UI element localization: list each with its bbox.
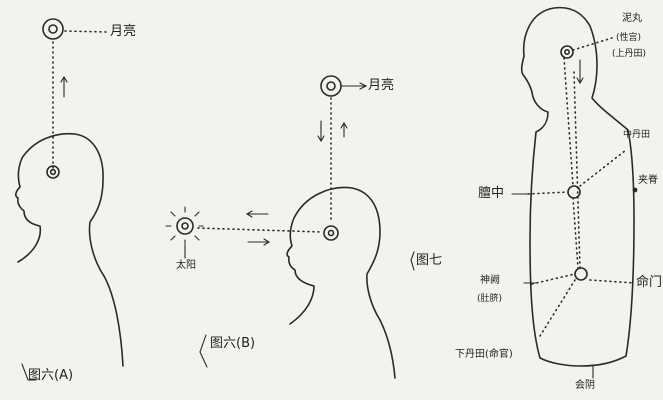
lower-dantian-point: [574, 267, 588, 281]
sun-label: 太阳: [176, 260, 196, 271]
mingmen-label: 命门: [636, 275, 663, 290]
shenque-label: 神阙: [480, 275, 500, 286]
channel-back: [573, 71, 581, 269]
jiaji-label: 夹脊: [638, 175, 658, 186]
figure-7: [410, 6, 638, 379]
fig-7-caption: 图七: [416, 253, 443, 268]
moon-b-symbol: [320, 75, 342, 97]
mingmen-leader: [589, 279, 635, 284]
moon-b-label: 月亮: [368, 78, 395, 93]
shangdantian-label: (上丹田): [612, 49, 647, 59]
fig-7-bracket: [410, 251, 415, 271]
xinggong-label: (性宫): [616, 33, 642, 43]
xiadantian-label: 下丹田(命官): [455, 349, 513, 360]
huiyin-label: 会阴: [575, 380, 595, 391]
head-profile-b: [286, 186, 396, 379]
duqi-label: (肚脐): [477, 294, 503, 304]
middle-dantian-leader: [579, 149, 627, 187]
moon-a-leader: [64, 30, 107, 33]
sun-rays: [165, 206, 204, 245]
niwan-label: 泥丸: [622, 13, 642, 24]
fig-6a-caption: 图六(A): [28, 368, 74, 383]
head-b-point: [323, 225, 339, 241]
channel-lower: [572, 197, 579, 269]
fig-6a-bracket: [21, 363, 37, 381]
shenque-leader: [531, 273, 576, 285]
moon-a-label: 月亮: [110, 24, 137, 39]
niwan-leader: [572, 37, 613, 51]
tanzhong-label: 膻中: [478, 186, 505, 201]
zhongdantian-label: 中丹田: [623, 130, 651, 140]
xiadantian-leader: [539, 279, 576, 337]
figure-6a: [15, 18, 124, 381]
body-outline: [520, 6, 635, 367]
fig-6b-caption: 图六(B): [210, 336, 256, 351]
channel-upper: [563, 57, 574, 187]
head-profile-a: [15, 132, 124, 367]
fig-6b-bracket: [199, 334, 208, 368]
niwan-point: [560, 45, 574, 59]
sun-to-head-path: [197, 227, 323, 233]
figure-6b: [165, 75, 396, 379]
sun-symbol: [176, 217, 194, 235]
moon-a-symbol: [42, 18, 64, 40]
tanzhong-leader: [527, 191, 569, 195]
jiaji-point: [632, 187, 638, 193]
head-a-point: [46, 165, 60, 179]
